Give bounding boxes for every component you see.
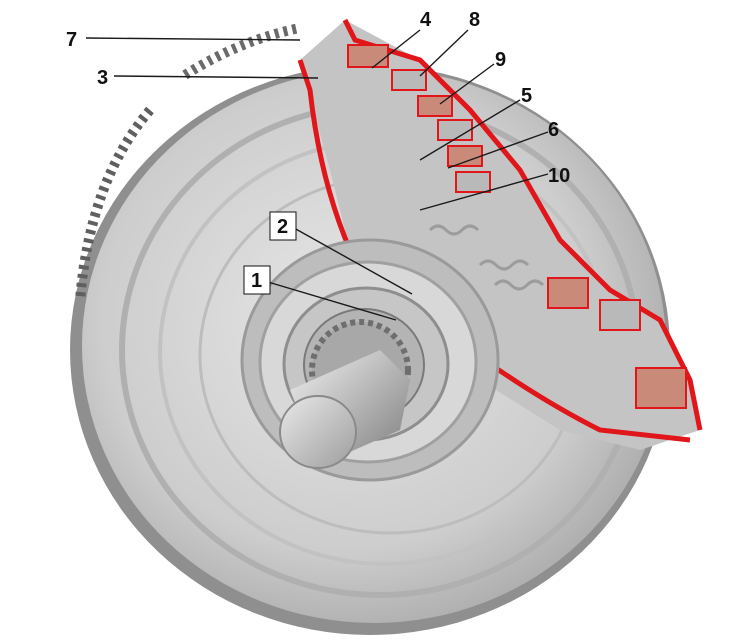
callout-5: 5 bbox=[521, 85, 532, 107]
callout-3: 3 bbox=[97, 67, 108, 89]
cutaway-section bbox=[297, 18, 703, 450]
callout-8: 8 bbox=[469, 9, 480, 31]
callout-labels: 7 3 4 8 9 5 6 10 2 1 bbox=[66, 9, 570, 295]
return-springs bbox=[428, 224, 545, 291]
callout-10: 10 bbox=[548, 165, 570, 187]
leader-lines bbox=[85, 29, 549, 321]
clutch-plate-stack bbox=[347, 44, 687, 409]
input-shaft bbox=[279, 350, 410, 469]
callout-1: 1 bbox=[251, 270, 262, 292]
callout-9: 9 bbox=[495, 49, 506, 71]
callout-4: 4 bbox=[420, 9, 432, 31]
callout-2: 2 bbox=[277, 216, 288, 238]
callout-2-box: 2 bbox=[269, 211, 297, 241]
callout-7: 7 bbox=[66, 29, 77, 51]
callout-1-box: 1 bbox=[243, 265, 271, 295]
callout-6: 6 bbox=[548, 119, 559, 141]
